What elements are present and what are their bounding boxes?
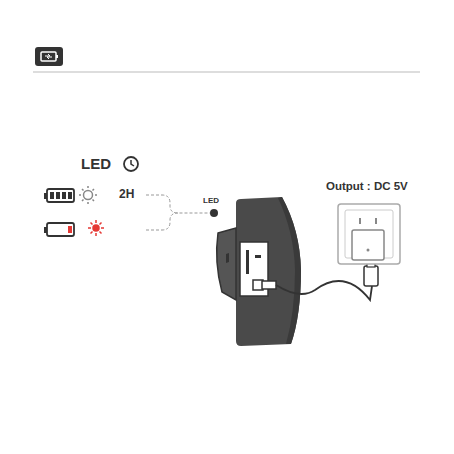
output-label: Output : DC 5V: [326, 180, 408, 193]
speaker: [236, 197, 301, 346]
charge-icon: [35, 47, 63, 66]
led-red-icon: [88, 220, 104, 236]
battery-full-icon: [44, 189, 74, 202]
led-heading: LED: [81, 156, 111, 173]
rule-line: [33, 72, 420, 73]
bracket-line: [146, 195, 210, 230]
led-white-icon: [79, 186, 97, 204]
wall-charger: [338, 204, 400, 264]
port-flap: [217, 228, 236, 300]
led-pointer-label: LED: [203, 197, 219, 206]
clock-icon: [124, 157, 138, 171]
usb-cable: [262, 260, 378, 300]
time-label: 2H: [119, 188, 134, 201]
battery-low-icon: [44, 223, 74, 236]
led-dot: [210, 209, 218, 217]
